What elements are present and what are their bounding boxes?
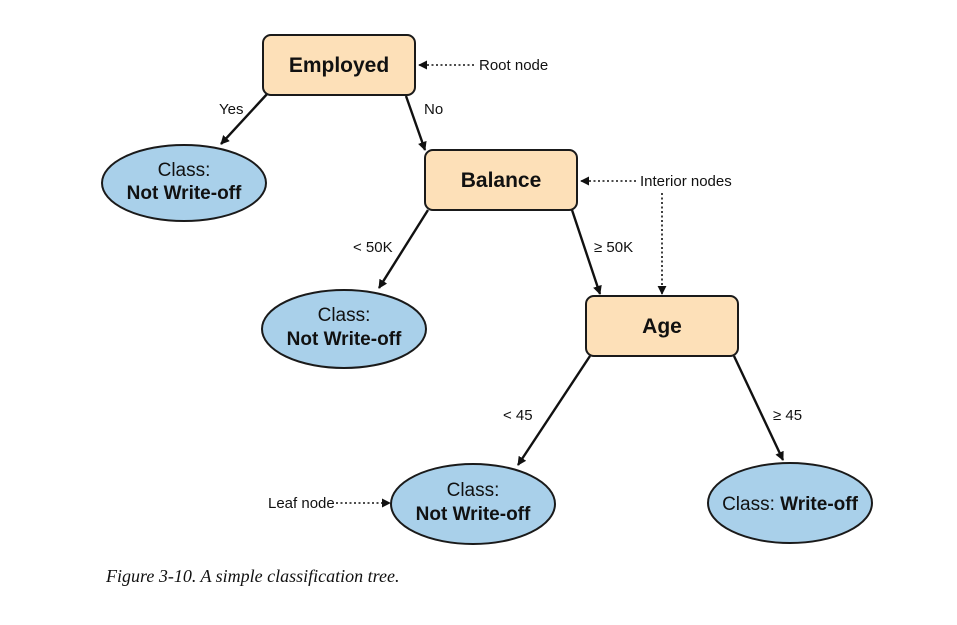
node-age	[585, 295, 739, 357]
node-employed	[262, 34, 416, 96]
leaf-node-1	[101, 144, 267, 222]
interior-nodes-callout-label: Interior nodes	[640, 173, 732, 190]
edge-ge45	[732, 355, 785, 461]
edge-label-ge50k: ≥ 50K	[594, 239, 633, 256]
edge-ge50k	[570, 209, 602, 295]
leaf-node-3	[390, 463, 556, 545]
node-employed-label: Employed	[289, 54, 389, 77]
edge-no	[404, 95, 427, 151]
node-balance	[424, 149, 578, 211]
leaf-1-value: Not Write-off	[127, 183, 242, 204]
edge-yes	[220, 92, 269, 145]
edge-lt50k	[377, 209, 430, 289]
leaf-node-4	[707, 462, 873, 544]
edge-label-lt45: < 45	[503, 407, 533, 424]
edge-lt45	[516, 355, 592, 466]
leaf-node-callout-label: Leaf node	[268, 495, 335, 512]
leaf-2-value: Not Write-off	[287, 329, 402, 350]
leaf-2-class-label: Class:	[318, 305, 371, 326]
edge-label-ge45: ≥ 45	[773, 407, 802, 424]
root-node-callout-label: Root node	[479, 57, 548, 74]
edge-label-yes: Yes	[219, 101, 243, 118]
leaf-4-class-label: Class:	[722, 494, 775, 515]
leaf-4-value: Write-off	[780, 494, 858, 515]
leaf-node-2	[261, 289, 427, 369]
figure-caption: Figure 3-10. A simple classification tre…	[106, 566, 400, 586]
leaf-4-text: Class: Write-off	[722, 494, 858, 515]
edge-label-lt50k: < 50K	[353, 239, 393, 256]
node-balance-label: Balance	[461, 169, 542, 192]
leaf-3-class-label: Class:	[447, 480, 500, 501]
edge-label-no: No	[424, 101, 443, 118]
leaf-1-class-label: Class:	[158, 160, 211, 181]
node-age-label: Age	[642, 315, 682, 338]
leaf-3-value: Not Write-off	[416, 504, 531, 525]
